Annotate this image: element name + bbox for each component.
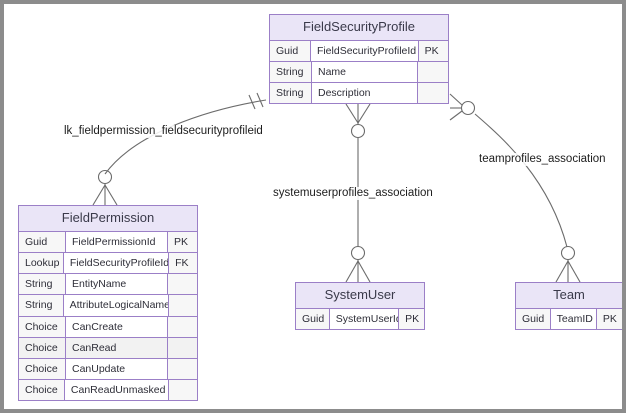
attribute-name: Description — [312, 83, 418, 104]
attribute-key — [168, 358, 197, 379]
cardinality-zero-circle-team — [560, 245, 576, 261]
cardinality-zero-circle-fsp-bottom — [350, 123, 366, 139]
relationship-label-rel-teamprofiles[interactable]: teamprofiles_association — [477, 153, 608, 166]
attribute-key — [168, 274, 197, 295]
attribute-name: TeamID — [550, 309, 597, 330]
attribute-type: Choice — [19, 337, 66, 358]
attribute-name: CanRead — [66, 337, 168, 358]
attribute-key — [168, 316, 197, 337]
cardinality-zero-circle-systemuser — [350, 245, 366, 261]
attribute-key — [169, 295, 197, 316]
relationship-label-rel-systemuserprofiles[interactable]: systemuserprofiles_association — [271, 187, 435, 200]
attribute-name: CanReadUnmasked — [64, 379, 169, 400]
entity-title-fieldsecurityprofile: FieldSecurityProfile — [270, 15, 448, 42]
cardinality-zero-circle-fsp-right — [460, 100, 476, 116]
attribute-key — [168, 337, 197, 358]
attribute-key: PK — [168, 232, 197, 253]
attribute-name: AttributeLogicalName — [63, 295, 170, 316]
entity-title-fieldpermission: FieldPermission — [19, 206, 197, 233]
attribute-type: Lookup — [19, 253, 64, 274]
attribute-key: FK — [169, 253, 197, 274]
attribute-type: String — [19, 274, 66, 295]
cardinality-one-tick-b — [256, 92, 264, 108]
attribute-key — [168, 379, 197, 400]
entity-title-team: Team — [516, 283, 622, 310]
attribute-name: CanCreate — [66, 316, 168, 337]
attribute-name: FieldPermissionId — [66, 232, 168, 253]
attribute-key — [418, 62, 448, 83]
attribute-key: PK — [399, 309, 424, 330]
attribute-type: String — [270, 62, 312, 83]
attribute-type: Guid — [19, 232, 66, 253]
attribute-name: CanUpdate — [66, 358, 168, 379]
attribute-type: Guid — [516, 309, 551, 330]
connector-teamprofiles — [474, 113, 568, 248]
relationship-label-rel-fieldpermission[interactable]: lk_fieldpermission_fieldsecurityprofilei… — [62, 125, 265, 138]
attribute-key — [418, 83, 448, 104]
attribute-name: EntityName — [66, 274, 168, 295]
attribute-type: Choice — [19, 316, 66, 337]
attribute-type: String — [270, 83, 312, 104]
attribute-type: Guid — [270, 41, 311, 62]
cardinality-zero-circle-fieldpermission — [97, 169, 113, 185]
entity-title-systemuser: SystemUser — [296, 283, 424, 310]
attribute-name: FieldSecurityProfileId — [63, 253, 170, 274]
cardinality-one-tick-a — [248, 94, 256, 110]
attribute-type: Choice — [19, 379, 65, 400]
attribute-type: Guid — [296, 309, 330, 330]
attribute-type: Choice — [19, 358, 66, 379]
attribute-name: Name — [312, 62, 418, 83]
attribute-type: String — [19, 295, 64, 316]
attribute-key: PK — [596, 309, 622, 330]
attribute-key: PK — [418, 41, 448, 62]
attribute-name: FieldSecurityProfileId — [310, 41, 419, 62]
attribute-name: SystemUserId — [329, 309, 400, 330]
